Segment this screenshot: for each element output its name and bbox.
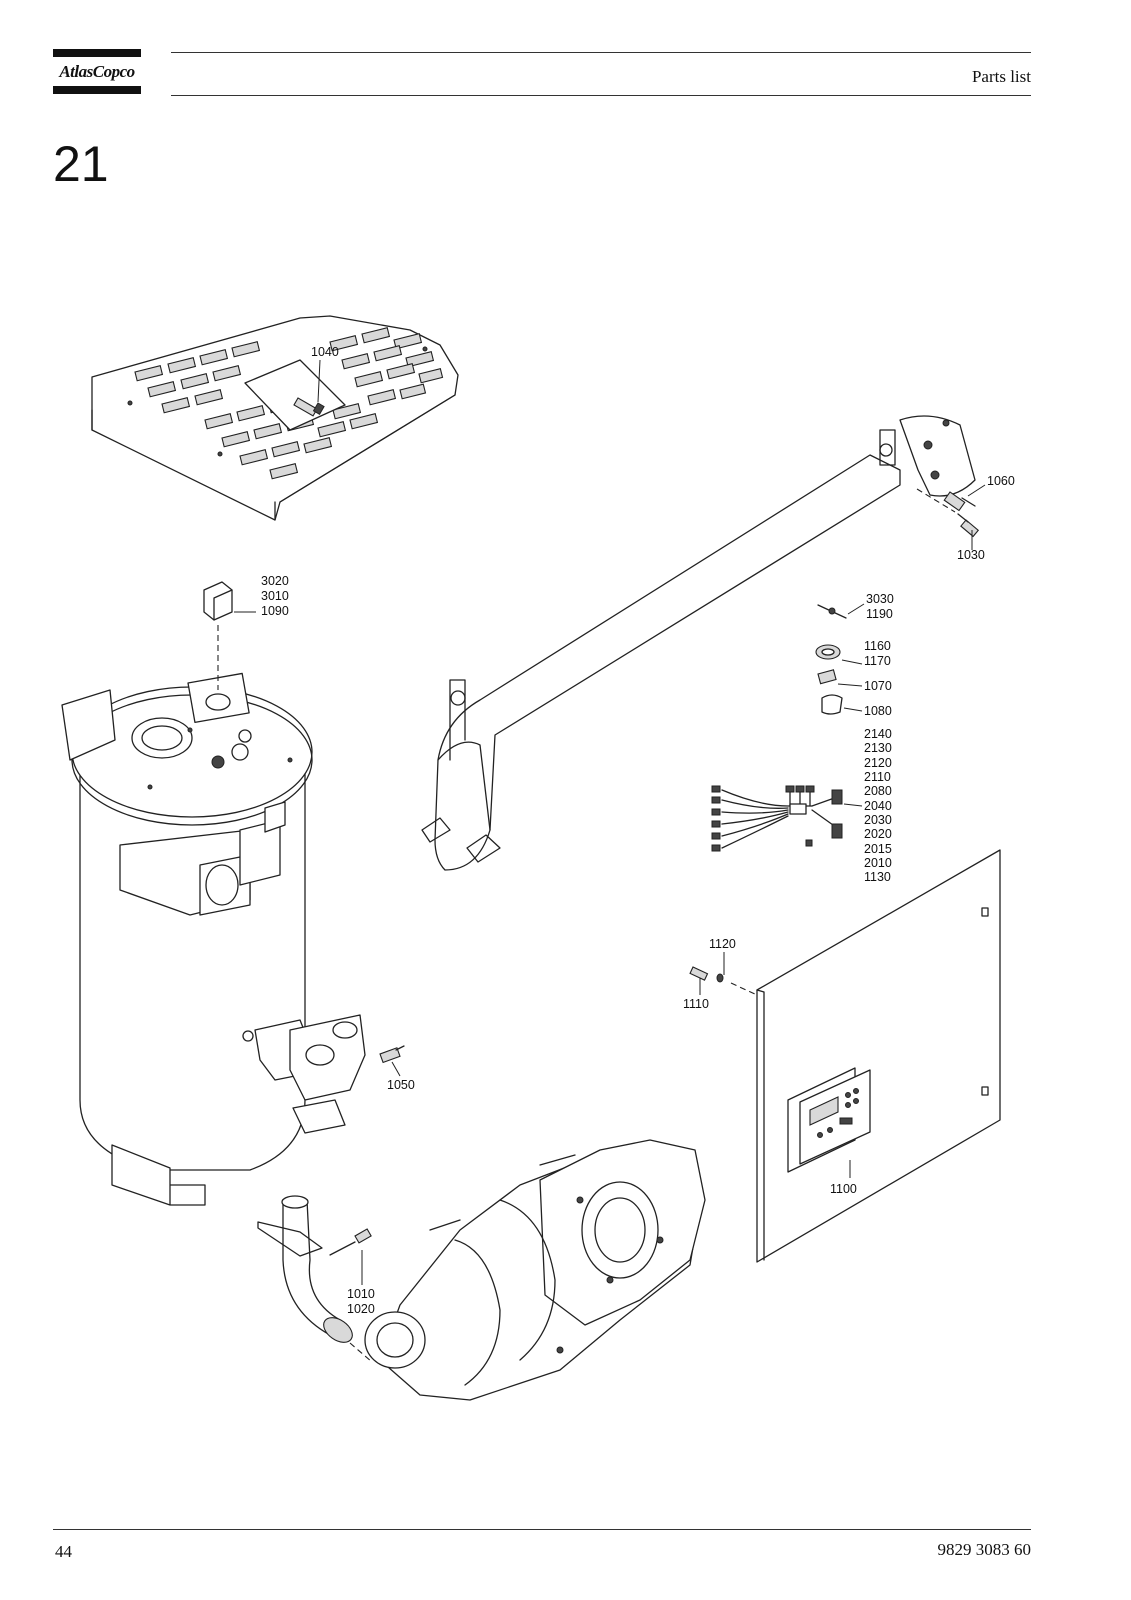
oil-pipe [257, 1195, 373, 1363]
callout-1040: 1040 [311, 345, 339, 359]
document-number: 9829 3083 60 [937, 1540, 1032, 1559]
callout-1020: 1020 [347, 1302, 375, 1316]
logo-top-bar [53, 49, 141, 57]
sensor-1060 [943, 491, 976, 512]
atlas-copco-logo: AtlasCopco [53, 49, 141, 94]
control-panel-door [730, 849, 1001, 1263]
callout-1100: 1100 [830, 1182, 857, 1196]
header-rule-top [171, 52, 1031, 53]
small-parts-group [815, 604, 847, 715]
callout-labels: 1040 1060 1030 3020 3010 1090 3030 1190 … [261, 345, 1015, 1316]
callout-2020: 2020 [864, 827, 892, 841]
callout-1130: 1130 [864, 870, 891, 884]
header-rule-bottom [171, 95, 1031, 96]
canopy-panel [91, 315, 459, 521]
callout-3010: 3010 [261, 589, 289, 603]
callout-1010: 1010 [347, 1287, 375, 1301]
callout-1050: 1050 [387, 1078, 415, 1092]
separator-vessel [61, 672, 313, 1206]
callout-2130: 2130 [864, 741, 892, 755]
callout-2010: 2010 [864, 856, 892, 870]
callout-1080: 1080 [864, 704, 892, 718]
callout-2015: 2015 [864, 842, 892, 856]
sensor-1010 [329, 1228, 372, 1256]
callout-1030: 1030 [957, 548, 985, 562]
document-title: Parts list [971, 67, 1031, 86]
sensor-1030 [916, 488, 980, 538]
callout-3020: 3020 [261, 574, 289, 588]
controller-1100 [787, 1067, 871, 1173]
callout-1190: 1190 [866, 607, 893, 621]
callout-2080: 2080 [864, 784, 892, 798]
callout-2040: 2040 [864, 799, 892, 813]
temperature-switch-1090 [203, 581, 233, 690]
callout-1170: 1170 [864, 654, 891, 668]
callout-1070: 1070 [864, 679, 892, 693]
logo-wordmark: AtlasCopco [59, 62, 135, 81]
leader-lines [234, 359, 986, 1285]
callout-2110: 2110 [864, 770, 891, 784]
callout-2030: 2030 [864, 813, 892, 827]
compressor-element [364, 1139, 706, 1401]
callout-3030: 3030 [866, 592, 894, 606]
callout-1110: 1110 [683, 997, 709, 1011]
callout-1160: 1160 [864, 639, 891, 653]
callout-1090: 1090 [261, 604, 289, 618]
wiring-harness [711, 785, 843, 852]
callout-2140: 2140 [864, 727, 892, 741]
logo-bottom-bar [53, 86, 141, 94]
footer-rule [53, 1529, 1031, 1530]
sensor-1050 [379, 1045, 405, 1064]
minimum-pressure-block [242, 1014, 366, 1134]
discharge-pipe [421, 415, 976, 871]
section-number: 21 [53, 136, 109, 192]
screw-1110 [689, 966, 724, 983]
callout-1060: 1060 [987, 474, 1015, 488]
callout-1120: 1120 [709, 937, 736, 951]
page-number: 44 [55, 1542, 72, 1561]
callout-2120: 2120 [864, 756, 892, 770]
